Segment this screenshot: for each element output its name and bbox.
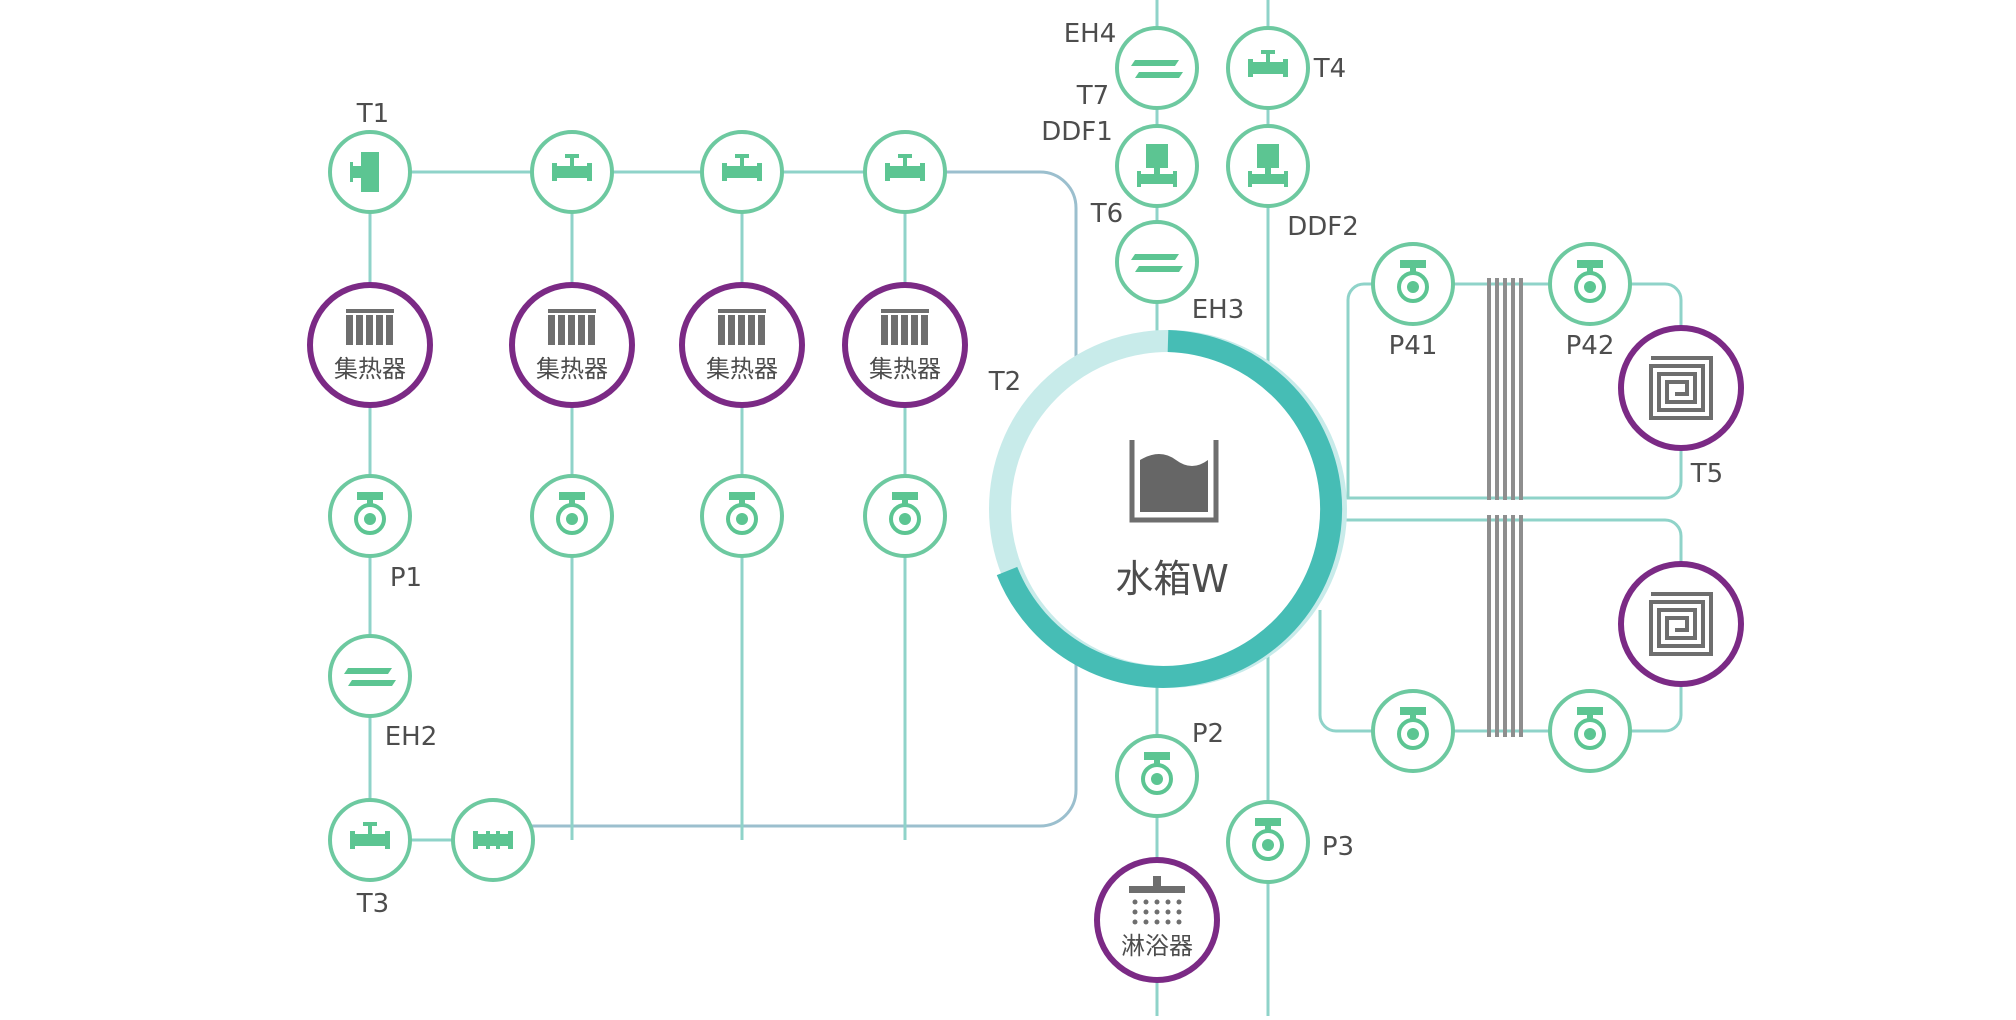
label-p41: P41 — [1389, 331, 1438, 361]
label-t1: T1 — [356, 99, 389, 129]
label-p2: P2 — [1192, 719, 1224, 749]
label-t4: T4 — [1313, 54, 1346, 84]
pump-p3[interactable] — [1226, 800, 1310, 884]
collector-label: 集热器 — [706, 355, 778, 383]
label-p42: P42 — [1566, 331, 1615, 361]
pump-p41[interactable] — [1371, 242, 1455, 326]
valve-bottom[interactable] — [451, 798, 535, 882]
water-tank-icon — [1129, 440, 1219, 523]
solenoid-ddf1[interactable] — [1115, 124, 1199, 208]
floor-heating-t5[interactable] — [1618, 325, 1744, 451]
heater-eh3[interactable] — [1115, 220, 1199, 304]
collector-label: 集热器 — [536, 355, 608, 383]
collector-3[interactable]: 集热器 — [679, 282, 805, 408]
sensor-t1[interactable] — [328, 130, 412, 214]
label-eh2: EH2 — [385, 722, 438, 752]
label-ddf2: DDF2 — [1287, 212, 1359, 242]
label-t7: T7 — [1076, 81, 1109, 111]
shower-icon — [1129, 876, 1185, 925]
valve-t3[interactable] — [328, 798, 412, 882]
pump-lower-right[interactable] — [1548, 689, 1632, 773]
shower[interactable]: 淋浴器 — [1094, 857, 1220, 983]
labels: T1 T2 T3 T4 T5 T6 T7 P1 P2 P3 P41 P42 EH… — [356, 19, 1723, 919]
pump-p1[interactable] — [328, 474, 412, 558]
heat-exchanger-plates — [1487, 278, 1523, 737]
label-eh4: EH4 — [1064, 19, 1117, 49]
collector-label: 集热器 — [869, 355, 941, 383]
heater-eh4[interactable] — [1115, 26, 1199, 110]
label-t5: T5 — [1690, 459, 1723, 489]
collector-label: 集热器 — [334, 355, 406, 383]
pump-p42[interactable] — [1548, 242, 1632, 326]
label-ddf1: DDF1 — [1041, 117, 1113, 147]
pump-branch-3[interactable] — [700, 474, 784, 558]
pump-branch-4[interactable] — [863, 474, 947, 558]
pump-lower-left[interactable] — [1371, 689, 1455, 773]
label-eh3: EH3 — [1192, 295, 1245, 325]
collector-1[interactable]: 集热器 — [307, 282, 433, 408]
pump-p2[interactable] — [1115, 734, 1199, 818]
valve-top-1[interactable] — [530, 130, 614, 214]
label-p1: P1 — [390, 563, 422, 593]
label-t3: T3 — [356, 889, 389, 919]
water-tank[interactable]: 水箱W — [989, 330, 1347, 688]
solenoid-ddf2[interactable] — [1226, 124, 1310, 208]
valve-top-2[interactable] — [700, 130, 784, 214]
heater-eh2[interactable] — [328, 634, 412, 718]
valve-t4[interactable] — [1226, 26, 1310, 110]
collector-4[interactable]: 集热器 — [842, 282, 968, 408]
label-t6: T6 — [1090, 199, 1123, 229]
pump-branch-2[interactable] — [530, 474, 614, 558]
floor-heating-2[interactable] — [1618, 561, 1744, 687]
label-t2: T2 — [988, 367, 1021, 397]
tank-label: 水箱W — [1115, 557, 1229, 601]
collector-2[interactable]: 集热器 — [509, 282, 635, 408]
valve-top-3[interactable] — [863, 130, 947, 214]
shower-label: 淋浴器 — [1121, 932, 1193, 960]
label-p3: P3 — [1322, 832, 1354, 862]
